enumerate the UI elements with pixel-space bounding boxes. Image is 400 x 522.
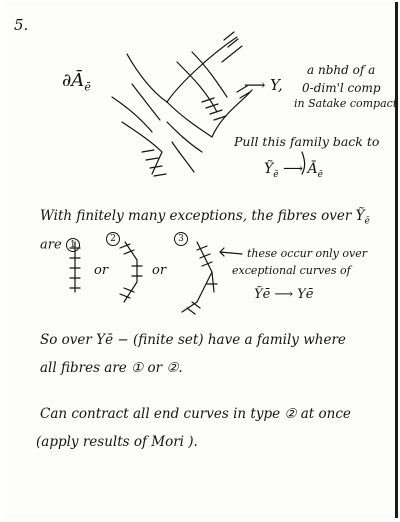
contract-line1: Can contract all end curves in type ② at…: [40, 406, 351, 422]
note-line1: these occur only over: [247, 247, 367, 260]
curve-stub-1: [151, 151, 163, 175]
sketch-drawings: [69, 31, 306, 315]
type2-marker-wrap: 2: [106, 232, 120, 246]
map-arrow: ⟶: [244, 76, 266, 94]
hatch-top: [221, 31, 243, 63]
curve-arc-e: [121, 121, 163, 153]
so-line1: So over Yē − (finite set) have a family …: [40, 332, 346, 348]
or-label-1: or: [94, 263, 109, 278]
type2-marker: 2: [106, 232, 120, 246]
type3-marker-wrap: 3: [174, 232, 188, 246]
page-number: 5.: [14, 16, 29, 34]
curve-arc-c: [131, 83, 161, 121]
type3-hatch: [186, 245, 218, 315]
type3-fibre: [181, 241, 215, 313]
pull-line2: Ỹē ⟶ Āē: [264, 161, 323, 180]
note-arrow: [219, 251, 243, 255]
type1-marker: 1: [65, 238, 80, 252]
note-line2: exceptional curves of: [232, 264, 351, 277]
hatch-mid: [201, 97, 227, 121]
y-label: Y,: [270, 76, 283, 94]
boundary-symbol: ∂Āē: [62, 72, 91, 93]
type2-hatch: [119, 243, 143, 299]
curve-arc-d: [111, 96, 153, 133]
curve-branch-4: [211, 89, 253, 138]
nbhd-line1: a nbhd of a: [307, 63, 376, 77]
curve-arc-b: [191, 51, 228, 98]
are-label: are 1: [40, 238, 80, 252]
contract-line2: (apply results of Mori ).: [36, 434, 198, 450]
or-label-2: or: [152, 263, 167, 278]
so-line2: all fibres are ① or ②.: [40, 360, 183, 376]
curve-arc-f: [166, 121, 203, 153]
nbhd-line3: in Satake compact: [294, 97, 398, 110]
exceptions-line: With finitely many exceptions, the fibre…: [40, 208, 370, 227]
note-arrowhead: [219, 247, 225, 257]
type3-marker: 3: [174, 232, 188, 246]
y-tilde: Ỹ: [264, 161, 274, 177]
curve-arc-g: [171, 141, 195, 173]
underline-pull: [301, 151, 306, 175]
curve-branch-3: [166, 101, 213, 138]
curve-branch-2: [166, 36, 238, 103]
curve-arc-a: [176, 61, 218, 113]
notebook-page: 5. ∂Āē ⟶ Y, a nbhd of a 0-dim'l comp in …: [2, 2, 398, 518]
nbhd-line2: 0-dim'l comp: [302, 81, 381, 95]
hatch-bottom: [141, 149, 167, 177]
boundary-subscript: ē: [84, 80, 91, 94]
curve-branch-1: [126, 53, 168, 103]
hatch-right: [236, 85, 251, 99]
pull-line1: Pull this family back to: [234, 134, 380, 149]
a-bar: ⟶ Ā: [283, 161, 318, 177]
note-line3: Ỹē ⟶ Yē: [254, 287, 314, 302]
boundary-label: ∂Ā: [62, 70, 85, 91]
